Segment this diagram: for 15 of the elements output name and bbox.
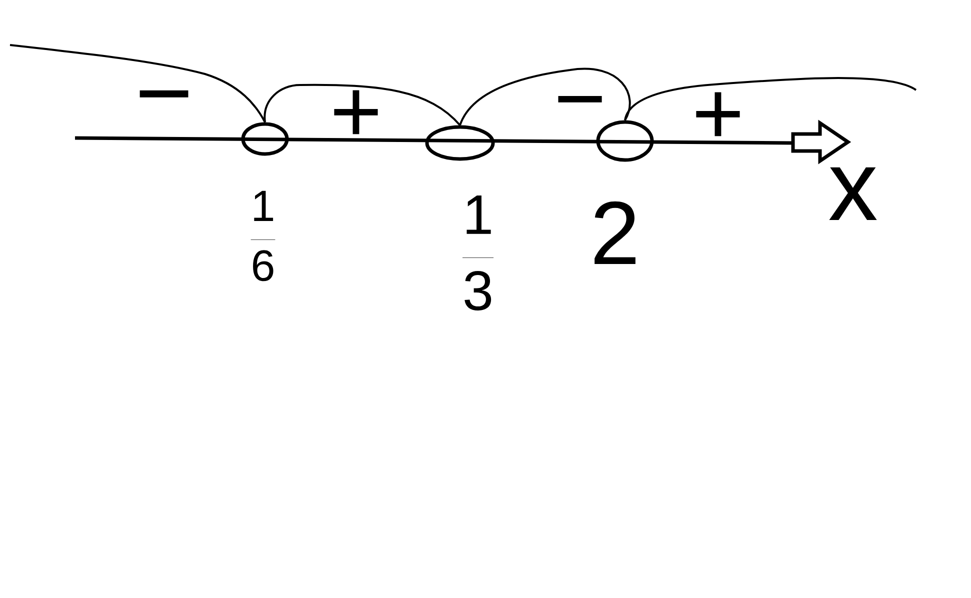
tick-label: $\frac{1}{3}$ — [462, 196, 494, 310]
sign-label: + — [696, 92, 740, 136]
interval-arc — [459, 68, 631, 126]
sign-label: − — [140, 90, 188, 98]
open-circle — [596, 120, 654, 162]
sign-label: + — [334, 90, 378, 134]
interval-arc — [10, 44, 266, 123]
interval-arc — [624, 77, 916, 121]
open-circle — [425, 125, 495, 161]
tick-label: $\frac{1}{6}$ — [250, 190, 276, 282]
open-circle — [241, 122, 289, 156]
axis-label: x — [829, 167, 877, 220]
tick-label: 2 — [594, 201, 636, 264]
sign-label: − — [558, 96, 602, 102]
interval-arc — [264, 84, 461, 126]
